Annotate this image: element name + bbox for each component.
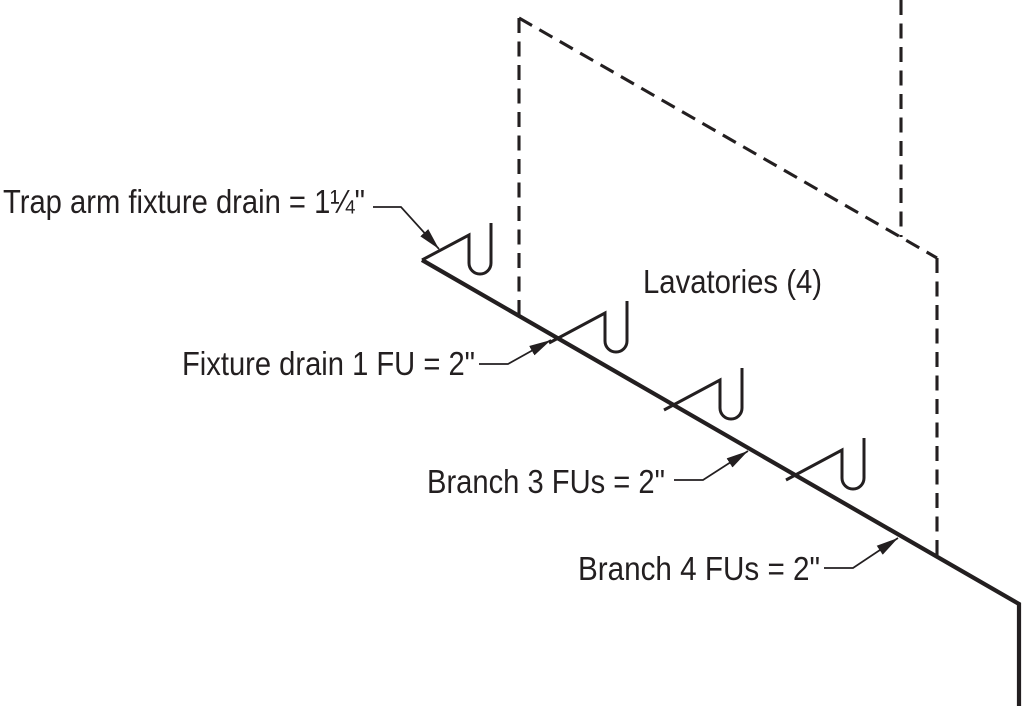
p-trap-icon [785,438,866,491]
fixture-drain-leader-arrow [479,339,552,365]
branch-3-label: Branch 3 FUs = 2" [427,463,665,500]
fixture-drain-label: Fixture drain 1 FU = 2" [182,345,475,382]
trap-arm-label: Trap arm fixture drain = 1¼" [3,183,365,220]
branch-3-leader-arrow [674,450,749,481]
vent-horizontal-dashed-line [518,16,938,260]
branch-4-label: Branch 4 FUs = 2" [578,550,820,587]
p-trap-icon [663,368,744,421]
trap-arm-leader-arrow [373,206,440,250]
branch-4-leader-arrow [824,537,899,569]
p-trap-icon [548,301,629,354]
lavatories-label: Lavatories (4) [643,263,822,300]
branch-drain-line [420,258,1022,706]
p-trap-icon [421,223,493,276]
